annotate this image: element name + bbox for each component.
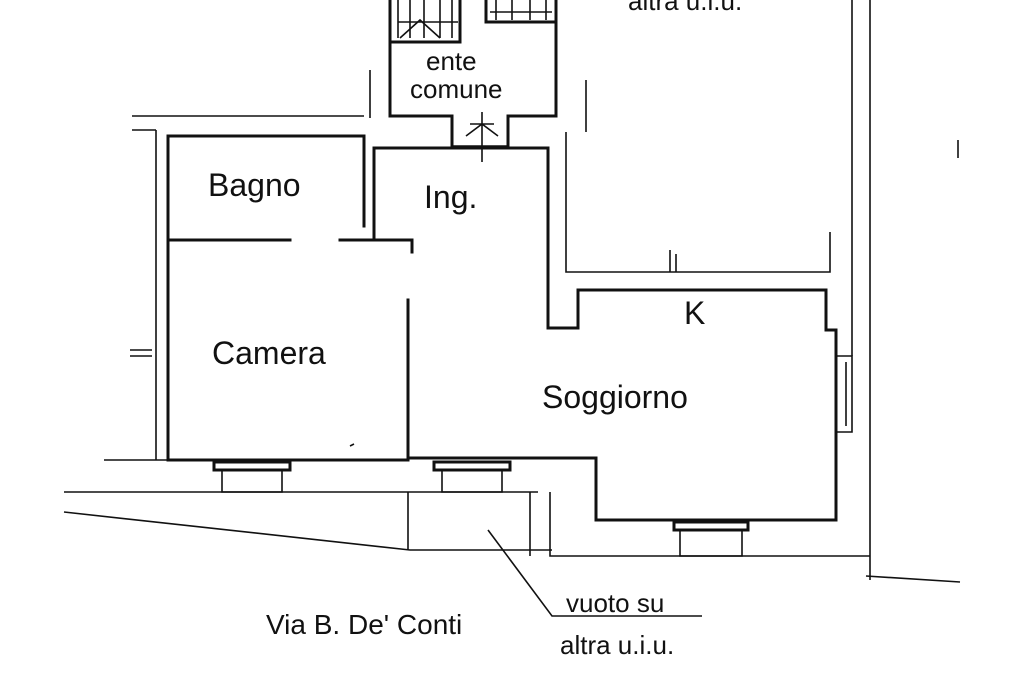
- label-bagno: Bagno: [208, 167, 301, 203]
- label-kitchen: K: [684, 295, 705, 331]
- label-street: Via B. De' Conti: [266, 609, 462, 640]
- walls: [104, 0, 959, 580]
- label-top-right: altra u.i.u.: [628, 0, 742, 16]
- label-ente: ente: [426, 46, 477, 76]
- windows: [212, 460, 750, 557]
- label-altra: altra u.i.u.: [560, 630, 674, 660]
- common-hall: [369, 0, 587, 162]
- label-camera: Camera: [212, 335, 326, 371]
- staircase: [388, 0, 558, 44]
- label-ingresso: Ing.: [424, 179, 477, 215]
- label-soggiorno: Soggiorno: [542, 379, 688, 415]
- label-vuoto: vuoto su: [566, 588, 664, 618]
- label-comune: comune: [410, 74, 503, 104]
- street-edge: [63, 443, 961, 617]
